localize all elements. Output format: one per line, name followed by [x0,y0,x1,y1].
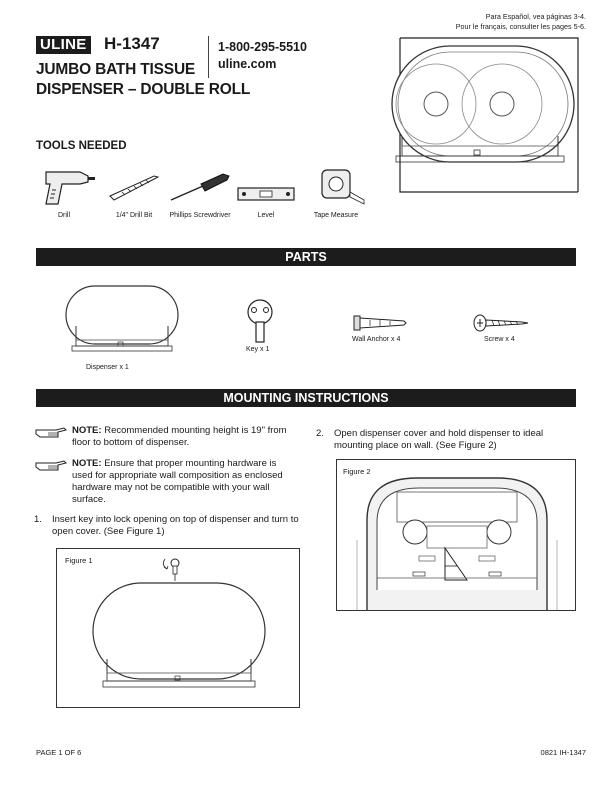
tool-drill: Drill [24,164,104,219]
part-label-dispenser: Dispenser x 1 [86,364,129,371]
note2-text: Ensure that proper mounting hardware is … [72,458,283,505]
document-code: 0821 IH-1347 [540,748,586,757]
step-1-number: 1. [34,514,42,525]
figure-2-label: Figure 2 [343,467,371,476]
drill-bit-icon [109,175,160,201]
tools-heading: TOOLS NEEDED [36,140,127,152]
note-mounting-height: NOTE: Recommended mounting height is 19"… [34,425,294,449]
screw-icon [473,314,529,332]
tool-tape-measure: Tape Measure [296,164,376,219]
tool-label-screwdriver: Phillips Screwdriver [169,212,231,219]
dispenser-hero-illustration [391,37,579,193]
tool-level: Level [226,164,306,219]
figure-2: Figure 2 [336,459,576,611]
step-1-text: Insert key into lock opening on top of d… [52,514,299,537]
part-label-wall-anchor: Wall Anchor x 4 [352,336,401,343]
pointing-hand-icon [35,460,67,471]
step-2: 2. Open dispenser cover and hold dispens… [316,428,576,452]
tape-measure-icon [321,169,365,205]
tool-label-drill-bit: 1/4" Drill Bit [115,212,153,219]
language-note: Para Español, vea páginas 3-4. Pour le f… [456,12,586,32]
parts-heading: PARTS [36,248,576,266]
page-number: PAGE 1 OF 6 [36,748,82,757]
figure-1-label: Figure 1 [65,556,93,565]
step-1: 1. Insert key into lock opening on top o… [34,514,304,538]
figure-2-illustration [356,477,558,610]
level-icon [237,187,295,201]
tool-label-tape-measure: Tape Measure [313,212,359,219]
mounting-instructions-heading: MOUNTING INSTRUCTIONS [36,389,576,407]
figure-1: Figure 1 [56,548,300,708]
tool-screwdriver: Phillips Screwdriver [160,164,240,219]
drill-icon [45,171,95,205]
model-number: H-1347 [104,34,160,53]
uline-logo: ULINE [36,36,91,54]
note2-label: NOTE: [72,458,102,469]
page-title: JUMBO BATH TISSUE DISPENSER – DOUBLE ROL… [36,60,250,100]
language-note-fr: Pour le français, consulter les pages 5-… [455,22,586,31]
wall-anchor-icon [353,315,407,331]
website-link[interactable]: uline.com [218,57,277,71]
screwdriver-icon [170,173,230,201]
note1-label: NOTE: [72,425,102,436]
step-2-text: Open dispenser cover and hold dispenser … [334,428,544,451]
tool-drill-bit: 1/4" Drill Bit [94,164,174,219]
note1-text: Recommended mounting height is 19" from … [72,425,287,448]
header-divider [208,36,209,78]
step-2-number: 2. [316,428,324,439]
figure-1-illustration [92,558,266,688]
phone-number: 1-800-295-5510 [218,40,307,54]
title-line-2: DISPENSER – DOUBLE ROLL [36,81,251,98]
language-note-es: Para Español, vea páginas 3-4. [485,12,586,21]
dispenser-part-icon [65,285,179,352]
part-label-screw: Screw x 4 [484,336,515,343]
key-icon [247,299,273,343]
part-label-key: Key x 1 [246,346,270,353]
tool-label-level: Level [257,212,275,219]
tool-label-drill: Drill [57,212,71,219]
title-line-1: JUMBO BATH TISSUE [36,61,196,78]
note-mounting-hardware: NOTE: Ensure that proper mounting hardwa… [34,458,294,506]
pointing-hand-icon [35,427,67,438]
